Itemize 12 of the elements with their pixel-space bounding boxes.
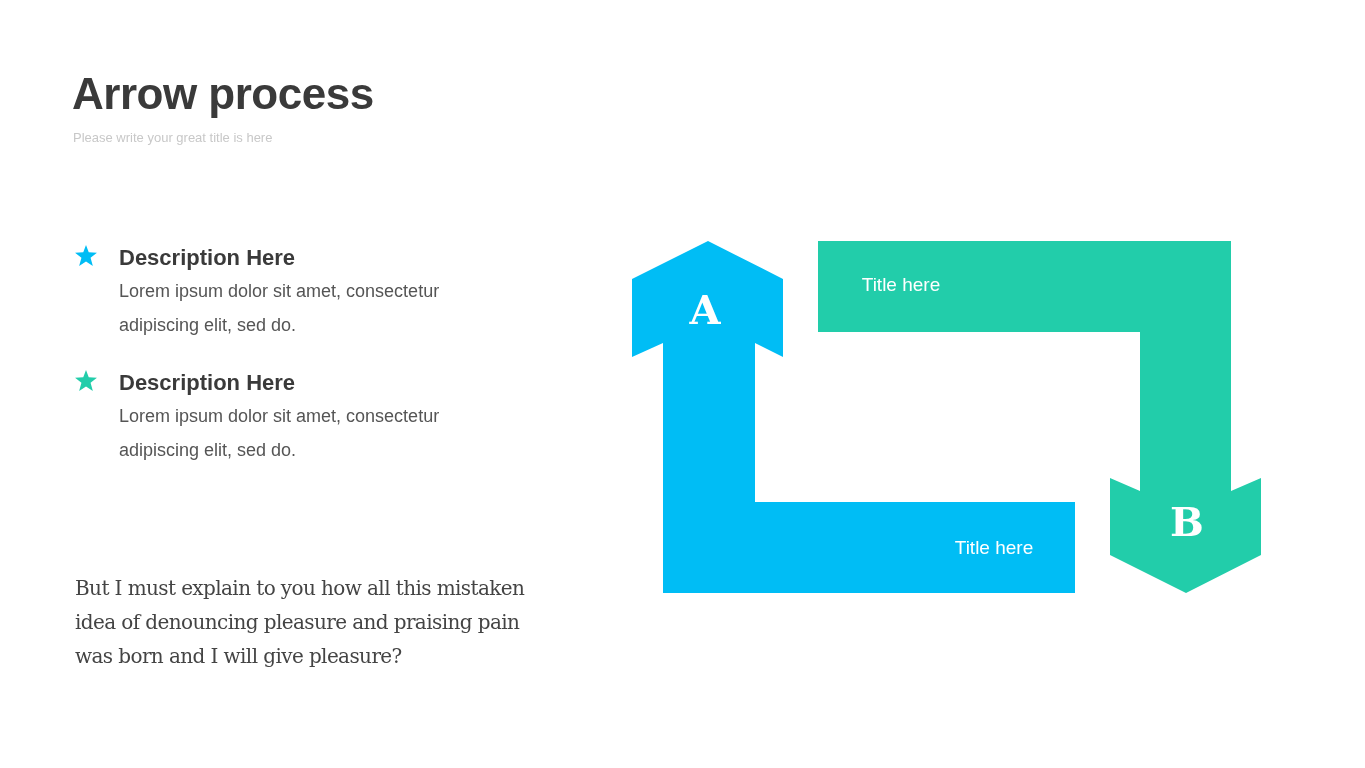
slide-title: Arrow process: [72, 68, 374, 120]
description-heading: Description Here: [119, 369, 297, 397]
body-paragraph: But I must explain to you how all this mistaken idea of denouncing pleasure and praising pain was born and I will give pleasure?: [75, 575, 526, 670]
arrow-title: Title here: [861, 273, 941, 297]
description-text: Lorem ipsum dolor sit amet, consectetur adipiscing elit, sed do.: [119, 405, 441, 462]
arrow-letter: A: [689, 288, 721, 332]
arrow-letter: B: [1170, 500, 1204, 544]
description-heading: Description Here: [119, 244, 297, 272]
arrow-title: Title here: [954, 536, 1034, 560]
description-text: Lorem ipsum dolor sit amet, consectetur adipiscing elit, sed do.: [119, 280, 441, 337]
l-shaped-arrow: [632, 241, 1075, 593]
l-shaped-arrow: [818, 241, 1261, 593]
